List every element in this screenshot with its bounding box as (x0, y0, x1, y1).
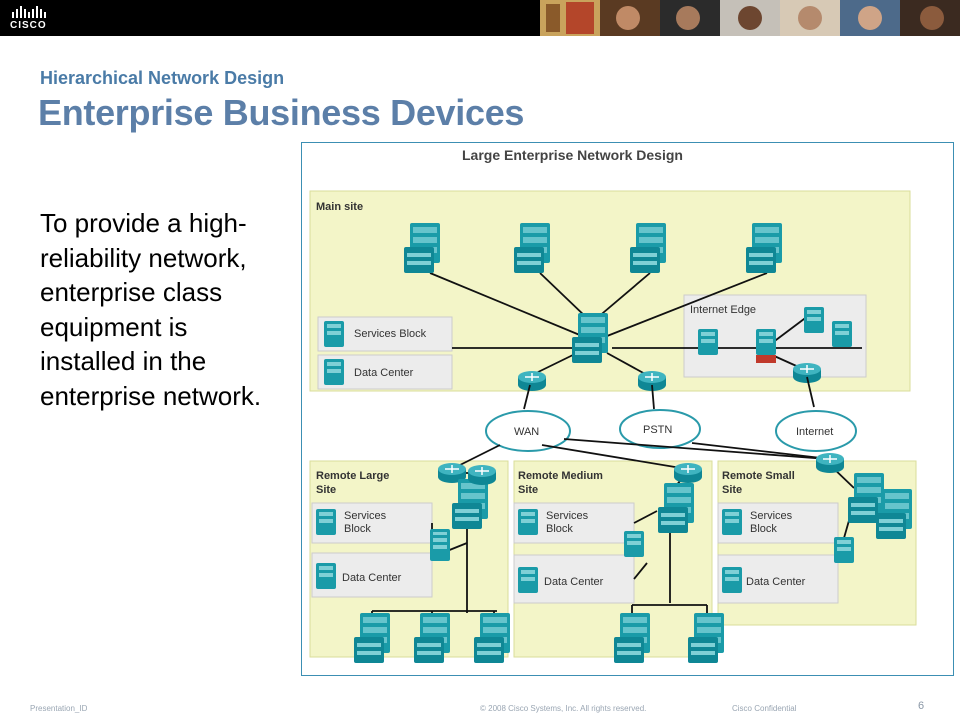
banner-photo-strip (540, 0, 960, 36)
firewall-icon (756, 355, 776, 363)
remote-large-label-2: Site (316, 484, 336, 496)
router-cloud-links (523, 376, 815, 410)
diagram-canvas: Large Enterprise Network Design Main sit… (309, 147, 917, 663)
pstn-cloud-icon: PSTN (619, 409, 701, 449)
remote-medium-label-1: Remote Medium (518, 470, 603, 482)
remote-small-router-icon (815, 452, 845, 474)
wan-cloud-icon: WAN (485, 410, 571, 452)
main-site-label: Main site (316, 201, 363, 213)
cisco-logo: CISCO (10, 4, 58, 32)
diagram-title: Large Enterprise Network Design (462, 147, 683, 163)
main-site-links (429, 272, 862, 376)
remote-small-dc-label: Data Center (746, 576, 806, 588)
wan-router-icon (517, 370, 547, 392)
cisco-bars-icon (12, 6, 46, 18)
main-services-label: Services Block (354, 328, 427, 340)
remote-medium-services-2: Block (546, 523, 573, 535)
slide-body-text: To provide a high-reliability network, e… (40, 208, 262, 411)
wan-remote-links (371, 438, 855, 623)
remote-large-dc-label: Data Center (342, 572, 402, 584)
footer-copyright: © 2008 Cisco Systems, Inc. All rights re… (480, 704, 647, 713)
remote-large-services-2: Block (344, 523, 371, 535)
remote-medium-router-icon (673, 462, 703, 484)
wan-label: WAN (514, 426, 539, 438)
internet-edge-label: Internet Edge (690, 304, 756, 316)
remote-medium-services-1: Services (546, 510, 589, 522)
top-banner: CISCO (0, 0, 960, 36)
slide-title: Enterprise Business Devices (38, 92, 525, 133)
remote-small-label-2: Site (722, 484, 742, 496)
remote-small-services-2: Block (750, 523, 777, 535)
remote-small-services-1: Services (750, 510, 793, 522)
remote-large-edge-router-icon (467, 464, 497, 486)
network-diagram: Large Enterprise Network Design Main sit… (301, 142, 954, 676)
slide-subtitle: Hierarchical Network Design (40, 68, 285, 88)
footer-presentation-id: Presentation_ID (30, 704, 88, 713)
remote-large-services-1: Services (344, 510, 387, 522)
internet-label: Internet (796, 426, 833, 438)
remote-small-label-1: Remote Small (722, 470, 795, 482)
pstn-label: PSTN (643, 424, 672, 436)
internet-cloud-icon: Internet (775, 410, 857, 452)
footer-confidential: Cisco Confidential (732, 704, 797, 713)
main-data-center-label: Data Center (354, 367, 414, 379)
page-number: 6 (918, 700, 925, 712)
logo-text: CISCO (10, 20, 47, 31)
remote-medium-label-2: Site (518, 484, 538, 496)
remote-medium-dc-label: Data Center (544, 576, 604, 588)
remote-large-label-1: Remote Large (316, 470, 389, 482)
